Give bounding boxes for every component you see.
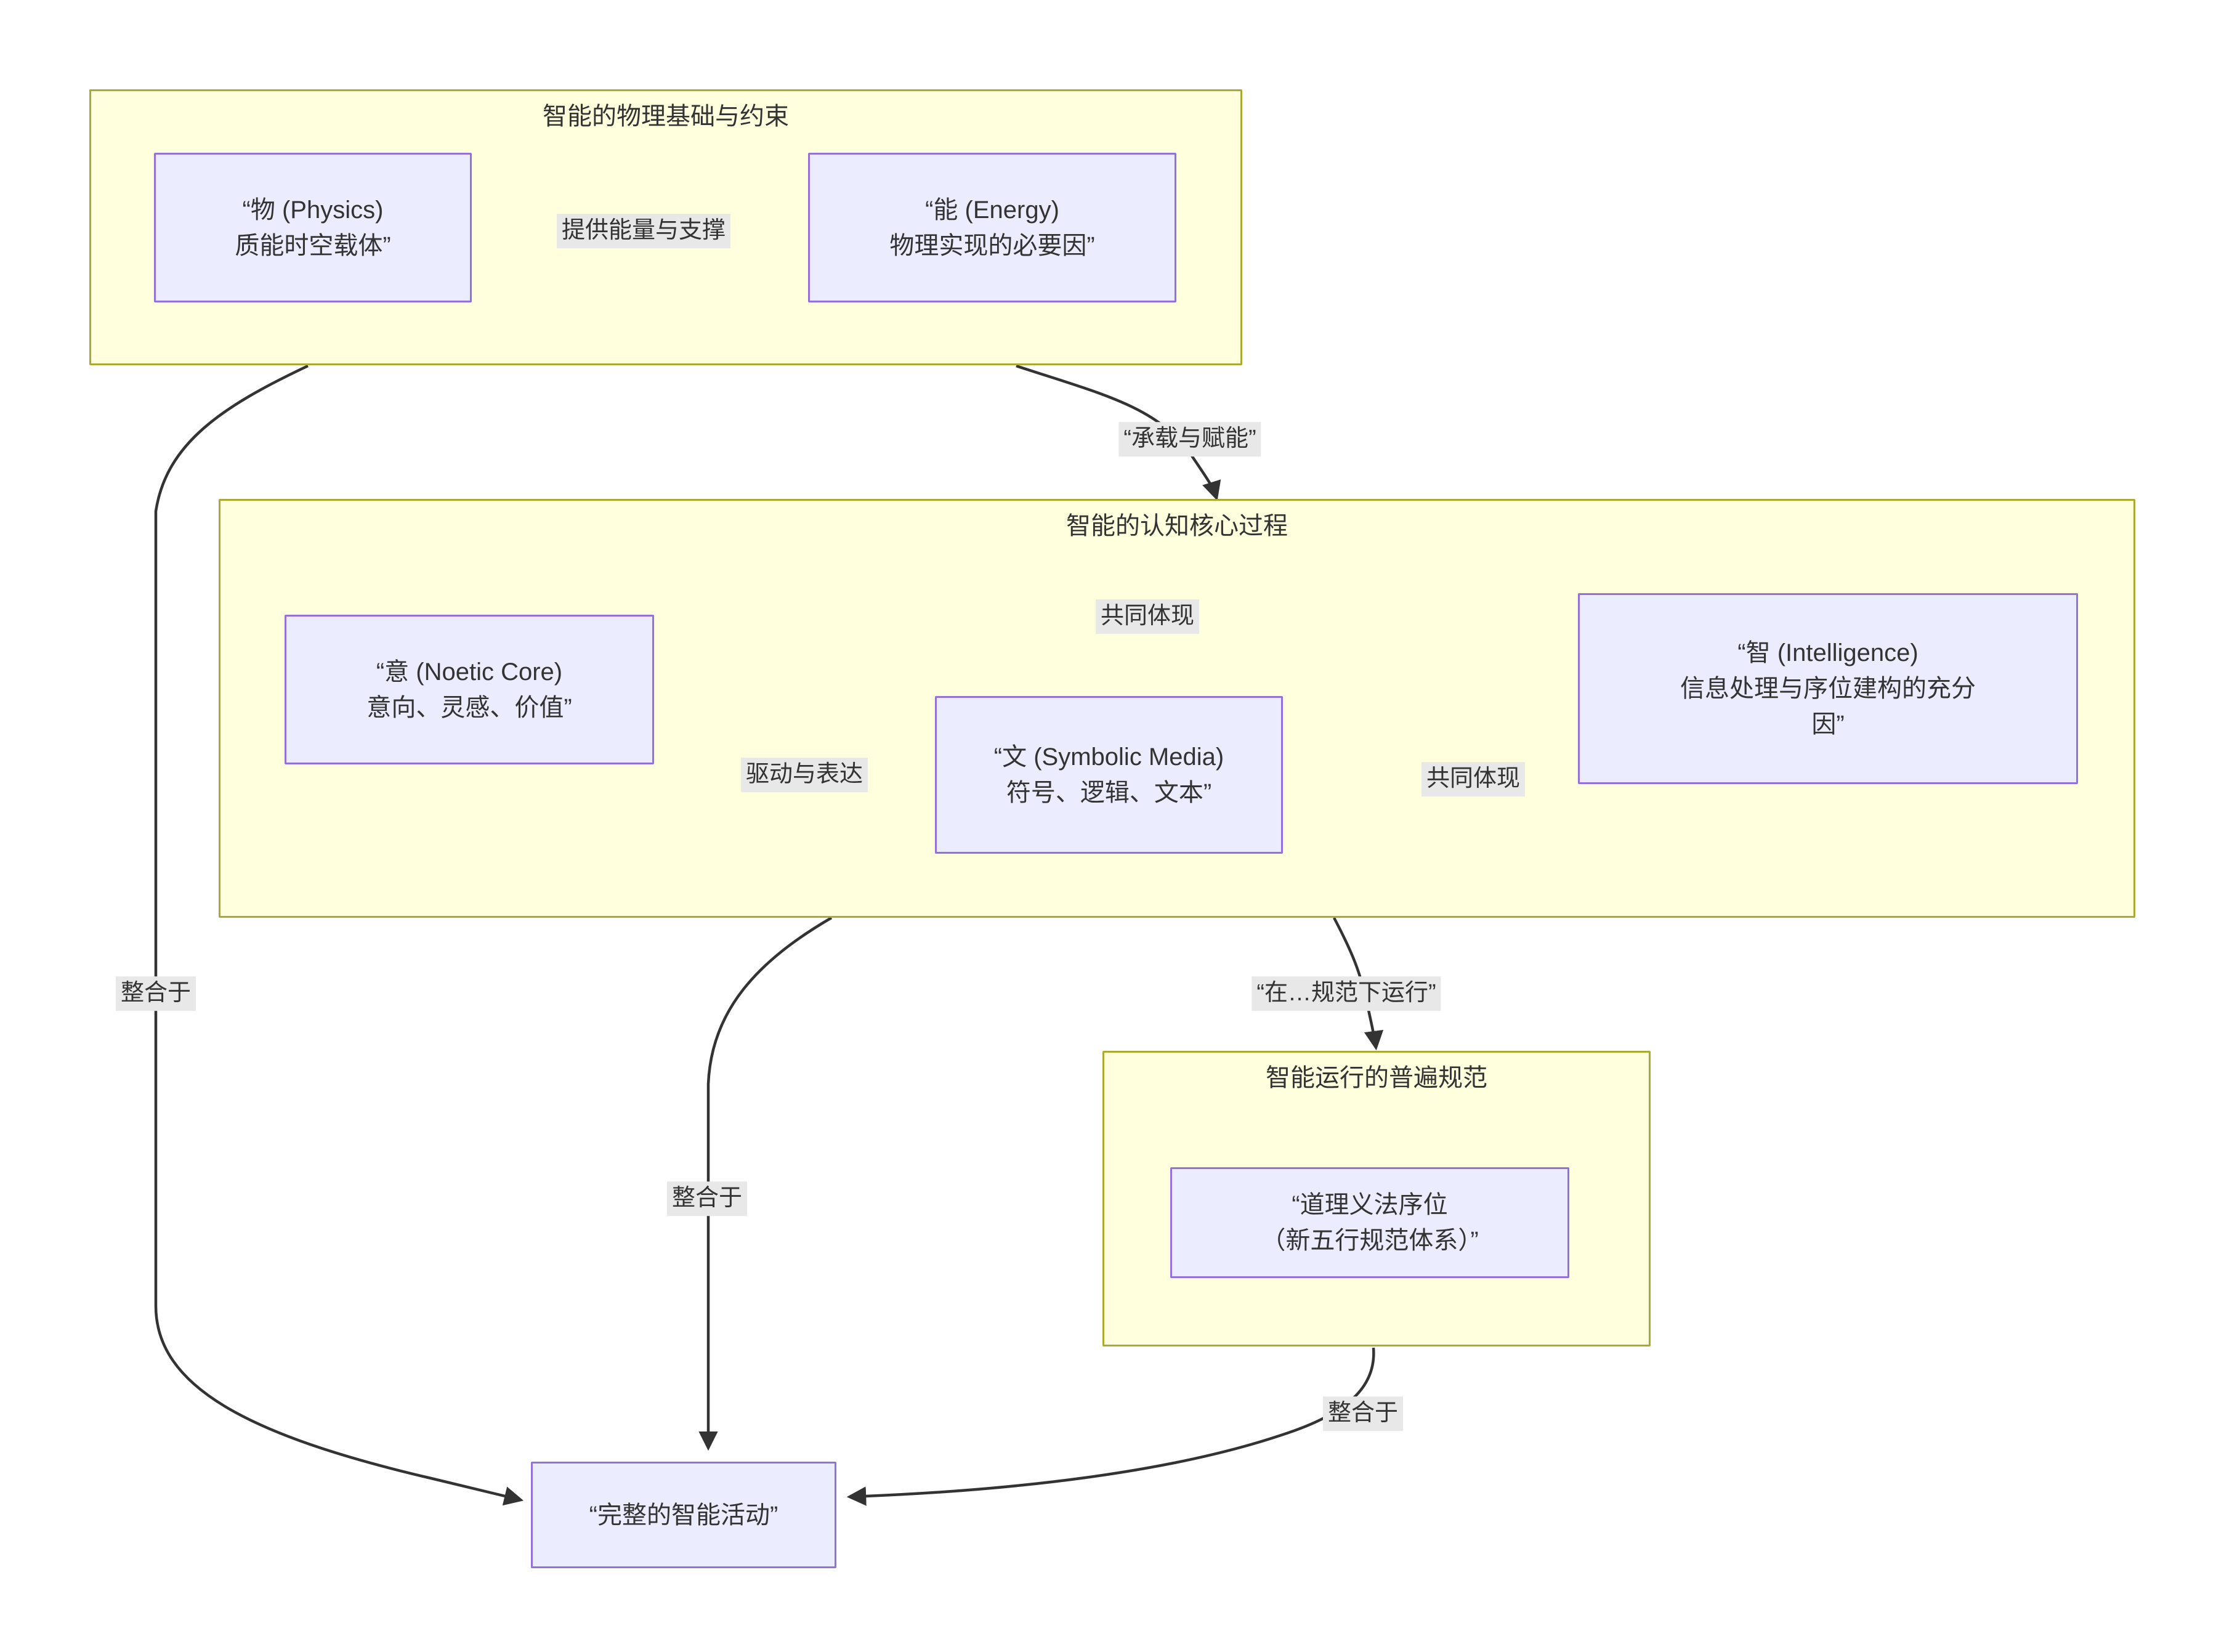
edge-label-integrated-into-physical: 整合于: [115, 976, 196, 1011]
node-energy-line-2: 物理实现的必要因”: [889, 232, 1095, 259]
node-symbolic-media-line-1: “文 (Symbolic Media): [993, 743, 1224, 771]
edge-label-joint-manifestation-symbolic: 共同体现: [1421, 762, 1526, 796]
node-norm-system[interactable]: “道理义法序位 （新五行规范体系）”: [1170, 1167, 1569, 1278]
cluster-cognitive-core-title: 智能的认知核心过程: [1066, 512, 1288, 540]
node-physics[interactable]: “物 (Physics) 质能时空载体”: [154, 153, 472, 302]
node-intelligence[interactable]: “智 (Intelligence) 信息处理与序位建构的充分 因”: [1578, 593, 2078, 784]
node-complete-activity-line-1: “完整的智能活动”: [589, 1501, 778, 1529]
edge-label-drive-and-express: 驱动与表达: [740, 758, 868, 792]
edge-norms-to-complete-path: [846, 1347, 1375, 1506]
edge-label-carry-and-empower: “承载与赋能”: [1118, 422, 1261, 456]
edge-label-provides-energy: 提供能量与支撑: [556, 214, 731, 248]
edge-label-integrated-into-cognitive: 整合于: [666, 1181, 748, 1216]
node-symbolic-media-line-2: 符号、逻辑、文本”: [1006, 779, 1212, 806]
node-noetic-core-line-1: “意 (Noetic Core): [376, 658, 563, 686]
node-norm-system-line-2: （新五行规范体系）”: [1261, 1227, 1479, 1254]
node-energy-line-1: “能 (Energy): [925, 196, 1059, 224]
node-symbolic-media[interactable]: “文 (Symbolic Media) 符号、逻辑、文本”: [935, 696, 1283, 854]
edge-label-operates-under-norms: “在…规范下运行”: [1252, 976, 1441, 1011]
node-complete-activity[interactable]: “完整的智能活动”: [531, 1462, 836, 1568]
node-physics-line-1: “物 (Physics): [242, 196, 384, 224]
cluster-physical-foundation-title: 智能的物理基础与约束: [543, 103, 789, 130]
node-noetic-core-line-2: 意向、灵感、价值”: [366, 694, 572, 721]
node-intelligence-line-3: 因”: [1811, 711, 1845, 738]
edge-label-joint-manifestation-noetic: 共同体现: [1095, 599, 1200, 634]
edge-label-integrated-into-norms: 整合于: [1322, 1396, 1404, 1431]
node-physics-line-2: 质能时空载体”: [235, 232, 391, 259]
node-noetic-core[interactable]: “意 (Noetic Core) 意向、灵感、价值”: [285, 615, 654, 764]
node-intelligence-line-2: 信息处理与序位建构的充分: [1680, 675, 1976, 702]
cluster-universal-norms-title: 智能运行的普遍规范: [1266, 1064, 1487, 1091]
node-norm-system-line-1: “道理义法序位: [1292, 1191, 1448, 1218]
node-intelligence-line-1: “智 (Intelligence): [1737, 639, 1919, 666]
node-energy[interactable]: “能 (Energy) 物理实现的必要因”: [808, 153, 1176, 302]
